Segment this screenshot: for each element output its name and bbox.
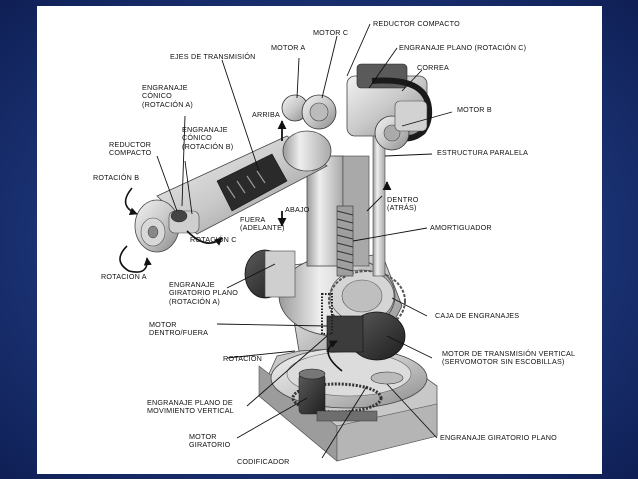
label-engranaje-giratorio-rotacion-a: ENGRANAJE GIRATORIO PLANO (ROTACIÓN A) [169,280,239,306]
label-correa: CORREA [417,63,449,72]
rotation-arrow-icon [119,245,152,273]
label-ejes-transmision: EJES DE TRANSMISIÓN [170,52,256,61]
label-motor-c: MOTOR C [313,28,349,37]
robot-forearm [134,130,332,253]
rotation-arrows [119,120,392,372]
label-arriba: ARRIBA [252,110,280,119]
label-rotacion-c: ROTACIÓN C [190,235,237,244]
leader-lines [156,23,453,459]
label-amortiguador: AMORTIGUADOR [430,223,492,232]
label-motor-a: MOTOR A [271,43,306,52]
label-reductor-compacto-top: REDUCTOR COMPACTO [373,19,460,28]
robot-arm-diagram [119,23,453,462]
rotation-arrow-icon [124,187,138,216]
slide-panel: MOTOR C REDUCTOR COMPACTO MOTOR A ENGRAN… [37,6,602,474]
label-motor-transmision-vertical: MOTOR DE TRANSMISIÓN VERTICAL (SERVOMOTO… [442,349,576,367]
label-fuera-adelante: FUERA (ADELANTE) [240,215,285,233]
label-engranaje-plano-c: ENGRANAJE PLANO (ROTACIÓN C) [399,43,527,52]
rotation-arrow-icon [186,230,223,246]
label-caja-engranajes: CAJA DE ENGRANAJES [435,311,520,320]
label-engranaje-conico-b: ENGRANAJE CÓNICO (ROTACIÓN B) [182,125,234,151]
upper-drive-assembly [281,63,433,151]
label-rotacion-b: ROTACIÓN B [93,173,140,182]
robot-base [258,335,438,462]
label-dentro-atras: DENTRO (ATRÁS) [387,195,419,213]
label-engranaje-plano-vertical: ENGRANAJE PLANO DE MOVIMIENTO VERTICAL [147,398,235,416]
label-abajo: ABAJO [285,205,310,214]
rotation-arrow-icon [327,340,343,372]
label-codificador: CODIFICADOR [237,457,290,466]
label-engranaje-conico-a: ENGRANAJE CÓNICO (ROTACIÓN A) [142,83,193,109]
label-estructura-paralela: ESTRUCTURA PARALELA [437,148,529,157]
label-rotacion-a: ROTACION A [101,272,147,281]
label-motor-giratorio: MOTOR GIRATORIO [189,432,231,450]
label-engranaje-giratorio-plano: ENGRANAJE GIRATORIO PLANO [440,433,557,442]
label-reductor-compacto-left: REDUCTOR COMPACTO [109,140,152,158]
label-motor-dentro-fuera: MOTOR DENTRO/FUERA [149,320,209,338]
label-rotacion: ROTACIÓN [223,354,263,363]
robot-torso [244,135,406,361]
label-motor-b: MOTOR B [457,105,492,114]
